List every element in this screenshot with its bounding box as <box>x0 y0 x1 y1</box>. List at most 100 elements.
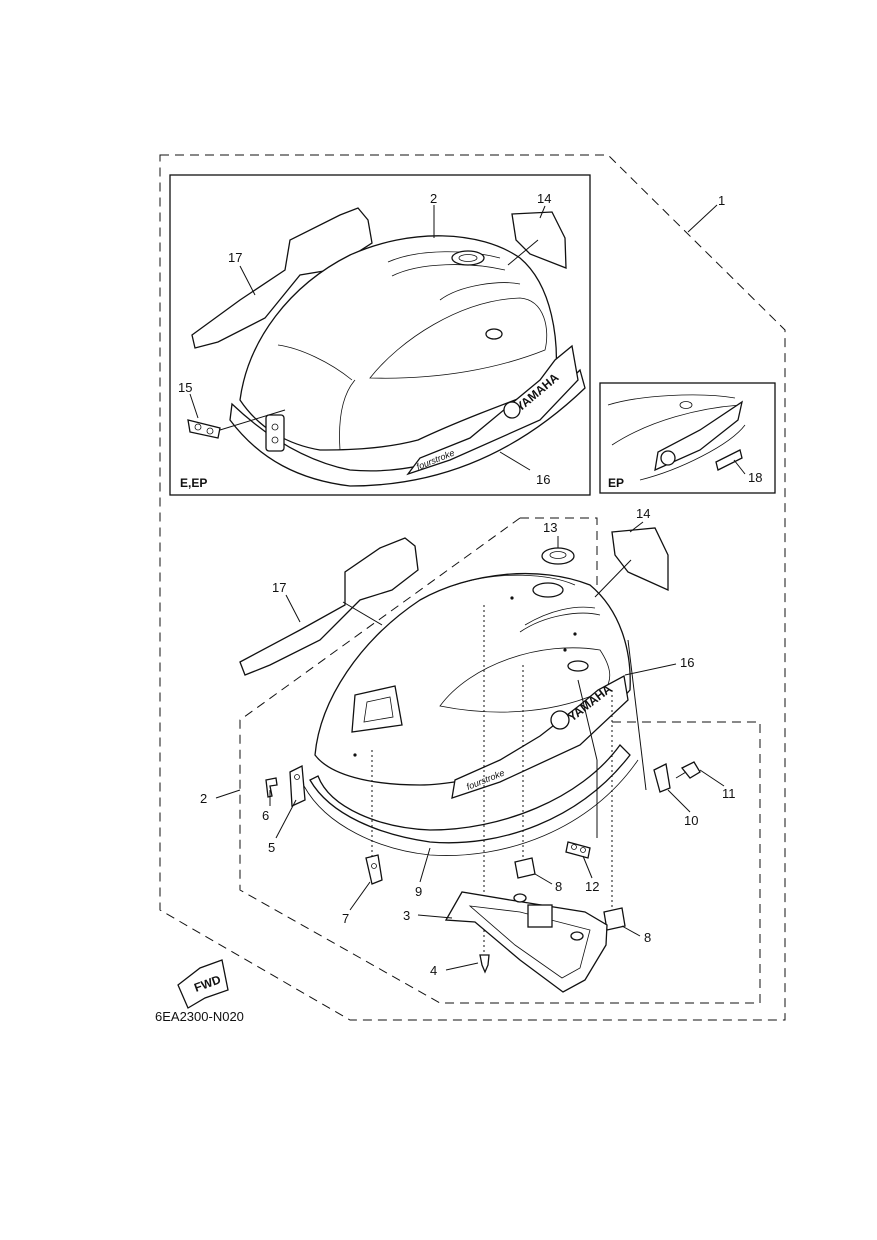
fwd-arrow-icon <box>177 959 229 1009</box>
cowling-ridge <box>391 264 506 277</box>
leader-line <box>417 914 453 919</box>
cowling-ridge <box>439 282 521 301</box>
brand-decal-16-inset <box>406 344 579 476</box>
hinge-hole <box>271 423 279 431</box>
main-exploded-view: YAMAHA fourstroke <box>155 193 761 1024</box>
cowling-emblem-seat <box>532 582 564 598</box>
leader-line <box>539 205 546 219</box>
side-decal-17 <box>239 537 419 676</box>
cowling-latch-knob <box>679 401 693 409</box>
callout-13: 13 <box>543 520 557 535</box>
callout-2: 2 <box>200 791 207 806</box>
bracket-7 <box>365 854 383 885</box>
callout-17-inset: 17 <box>228 250 242 265</box>
cowling-ridge <box>524 606 596 626</box>
cowling-fragment <box>639 424 746 481</box>
callout-8a: 8 <box>555 879 562 894</box>
leader-line <box>342 601 383 626</box>
cowling-ridge <box>387 251 501 263</box>
leader-line <box>621 925 641 937</box>
callout-16: 16 <box>680 655 694 670</box>
screw-4 <box>479 954 490 974</box>
inset-e-ep: YAMAHA fourstroke 2 14 17 15 16 E,EP <box>169 174 591 496</box>
side-decal-17-inset <box>191 207 373 349</box>
cowling-fragment <box>611 404 741 446</box>
callout-10: 10 <box>684 813 698 828</box>
bolt-11 <box>680 761 701 779</box>
grommet-8a <box>514 857 536 879</box>
callout-12: 12 <box>585 879 599 894</box>
leader-line <box>239 265 256 296</box>
leader-line <box>499 451 531 471</box>
plate-hole <box>580 847 586 853</box>
leader-line <box>594 559 632 598</box>
leader-line <box>189 393 199 419</box>
latch-10 <box>653 763 671 793</box>
brand-decal-fragment <box>654 400 743 472</box>
leader-line <box>582 855 593 879</box>
callout-3: 3 <box>403 908 410 923</box>
cowling-ridge <box>454 574 576 586</box>
brand-emblem <box>660 450 676 466</box>
callout-2-inset: 2 <box>430 191 437 206</box>
leader-line <box>629 521 644 533</box>
leader-line <box>687 204 718 233</box>
leader-line <box>624 663 677 676</box>
hinge-bracket-5 <box>289 764 306 807</box>
leader-line <box>507 239 539 266</box>
leader-line <box>275 799 297 839</box>
cowling-panel-line <box>439 647 611 713</box>
cowling-emblem-seat <box>458 254 478 262</box>
callout-14: 14 <box>636 506 650 521</box>
plate-hole <box>206 427 214 435</box>
cowling-latch-knob <box>567 660 589 672</box>
handle-socket <box>527 904 553 928</box>
leader-line <box>733 459 746 475</box>
rubber-seal-9-outer <box>303 759 639 856</box>
cowling-latch-knob <box>485 328 503 340</box>
cowling-air-vent-inner <box>363 696 394 723</box>
screw-6 <box>265 777 278 798</box>
mount-hole <box>563 648 567 652</box>
subassembly-boundary <box>239 517 761 1004</box>
rubber-seal-9 <box>309 744 631 844</box>
bolt-11-shank <box>675 771 687 779</box>
callout-7: 7 <box>342 911 349 926</box>
mount-hole <box>573 632 577 636</box>
callout-16-inset: 16 <box>536 472 550 487</box>
guide-line <box>627 639 647 791</box>
assembly-boundary <box>159 154 786 1021</box>
inset-ep: 18 EP <box>599 382 776 494</box>
callout-11: 11 <box>722 786 736 801</box>
warning-label-14-inset <box>511 211 567 269</box>
handle-3 <box>444 891 608 993</box>
cowling-ridge <box>277 344 353 381</box>
hinge-bracket-inset <box>265 414 285 452</box>
plate-hole <box>571 844 577 850</box>
warning-label-14 <box>611 527 669 592</box>
callout-1: 1 <box>718 193 725 208</box>
callout-6: 6 <box>262 808 269 823</box>
inset-label-ep: EP <box>608 476 624 490</box>
mount-hole <box>510 596 514 600</box>
subassembly-boundary <box>520 517 598 595</box>
top-cowling-inset <box>239 235 558 451</box>
callout-15: 15 <box>178 380 192 395</box>
callout-4: 4 <box>430 963 437 978</box>
model-plate-18 <box>715 449 743 471</box>
inset-label-e-ep: E,EP <box>180 476 207 490</box>
leader-line <box>215 789 241 799</box>
guide-line <box>577 679 598 838</box>
callout-8b: 8 <box>644 930 651 945</box>
bracket-hole <box>371 863 377 869</box>
diagram-code: 6EA2300-N020 <box>155 1009 244 1024</box>
cowling-panel-line <box>369 297 548 379</box>
leader-line <box>349 881 371 911</box>
handle-3-inner <box>468 905 591 979</box>
cowling-ridge <box>519 612 601 633</box>
cowling-emblem-seat <box>451 250 485 266</box>
leader-line <box>699 769 725 787</box>
handle-boss <box>513 893 527 903</box>
handle-boss <box>570 931 584 941</box>
leader-line <box>285 594 301 623</box>
